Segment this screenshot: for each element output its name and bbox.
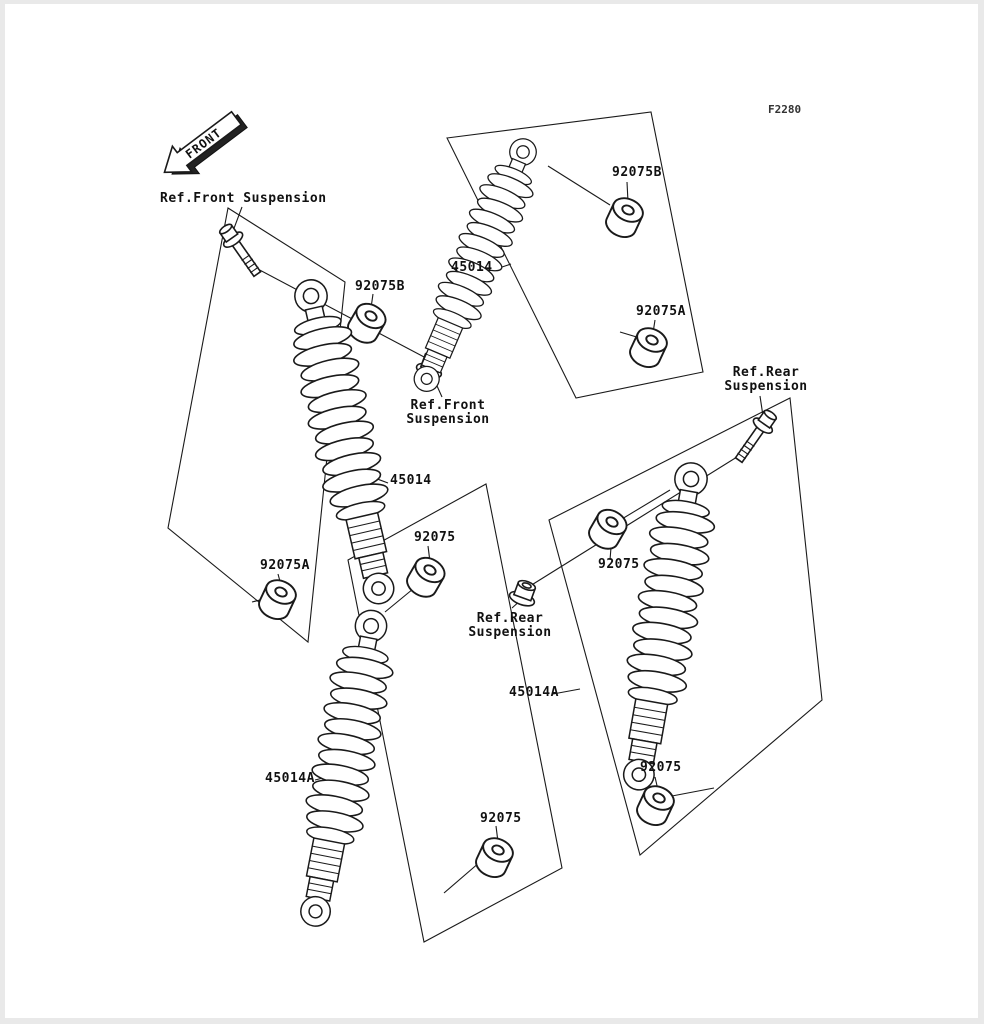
label-ref-rear-top-line2: Suspension (724, 379, 808, 394)
front-suspension-bolt (214, 219, 268, 282)
bushing-92075b-top (601, 192, 648, 243)
label-ref-rear-mid-line1: Ref.Rear (476, 611, 544, 626)
label-92075b-top: 92075B (612, 165, 662, 180)
label-ref-front-suspension-mid: Ref.Front Suspension (406, 399, 489, 427)
bushing-92075-mid-top (401, 551, 450, 603)
page-edge-top (0, 0, 984, 4)
bushing-92075a-top (625, 322, 672, 373)
assembly-axis-lines (251, 165, 754, 894)
label-ref-rear-mid-line2: Suspension (468, 625, 552, 640)
label-ref-rear-suspension-top: Ref.Rear Suspension (724, 366, 807, 394)
label-ref-front-line2: Suspension (406, 412, 490, 427)
label-45014a-left: 45014A (265, 771, 315, 786)
page-edge-bottom (0, 1018, 984, 1024)
bushing-92075a-left (254, 574, 301, 625)
assembly-outline-boxes (167, 111, 823, 943)
label-45014-left: 45014 (390, 473, 432, 488)
bushing-92075-mid-bottom (471, 832, 518, 883)
shock-absorber-45014a-middle (282, 604, 405, 933)
label-92075a-left: 92075A (260, 558, 310, 573)
label-45014-top: 45014 (451, 260, 493, 275)
label-92075a-top: 92075A (636, 304, 686, 319)
label-ref-front-suspension-top: Ref.Front Suspension (160, 191, 327, 206)
label-92075-right-bottom: 92075 (640, 760, 682, 775)
figure-code: F2280 (768, 103, 802, 116)
shock-absorber-45014a-right (604, 456, 726, 796)
label-ref-rear-top-line1: Ref.Rear (732, 365, 800, 380)
front-direction-arrow: FRONT (163, 110, 248, 175)
page-edge-right (978, 0, 984, 1024)
label-ref-front-line1: Ref.Front (410, 398, 486, 413)
label-92075b-left: 92075B (355, 279, 405, 294)
bushing-92075-right-top (583, 503, 632, 555)
label-ref-rear-suspension-mid: Ref.Rear Suspension (468, 612, 551, 640)
label-92075-right-top: 92075 (598, 557, 640, 572)
bushing-92075b-left (342, 297, 391, 349)
label-45014a-right: 45014A (509, 685, 559, 700)
page-edge-left (0, 0, 5, 1024)
label-92075-mid-top: 92075 (414, 530, 456, 545)
label-92075-mid-bottom: 92075 (480, 811, 522, 826)
